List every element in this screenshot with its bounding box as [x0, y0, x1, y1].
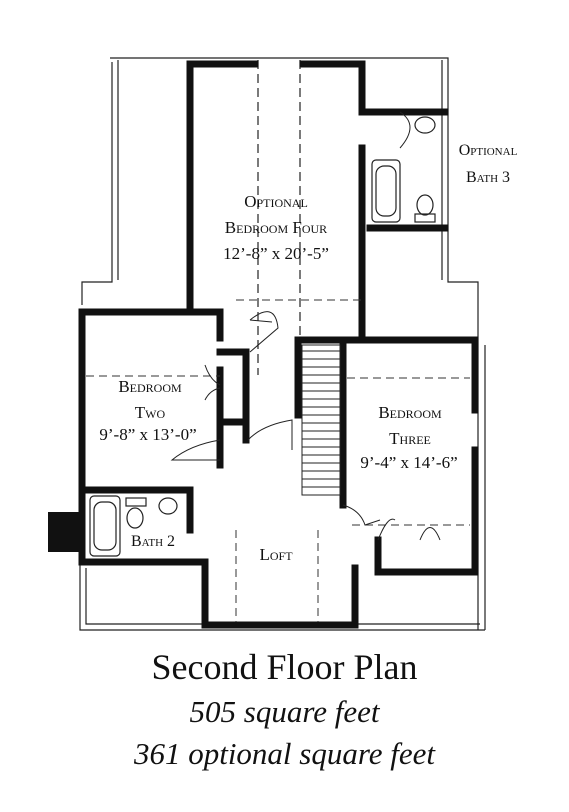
chimney — [48, 512, 82, 552]
bath3-fixtures — [371, 116, 436, 223]
square-feet-caption: 505 square feet — [189, 694, 380, 729]
bath3-label-1: Optional — [459, 142, 518, 159]
loft-label: Loft — [259, 545, 293, 564]
optional-square-feet-caption: 361 optional square feet — [133, 736, 436, 771]
bedroom-three-label-1: Bedroom — [378, 403, 442, 422]
stairs — [301, 344, 341, 496]
bath3-label-2: Bath 3 — [466, 169, 510, 186]
bedroom-two-label-1: Bedroom — [118, 377, 182, 396]
dashed-lines — [86, 299, 470, 622]
bedroom-four-label-1: Optional — [244, 192, 308, 211]
walls — [78, 60, 479, 629]
door-swings — [170, 111, 441, 541]
bath2-label: Bath 2 — [131, 533, 175, 550]
bedroom-two-dims: 9’-8” x 13’-0” — [99, 425, 196, 444]
bedroom-three-dims: 9’-4” x 14’-6” — [360, 453, 457, 472]
bedroom-four-dims: 12’-8” x 20’-5” — [223, 244, 329, 263]
bedroom-four-label-2: Bedroom Four — [225, 218, 327, 237]
bedroom-two-label-2: Two — [135, 403, 166, 422]
bath2-fixtures — [89, 495, 178, 557]
bedroom-three-label-2: Three — [389, 429, 431, 448]
floor-plan-drawing: Optional Bedroom Four 12’-8” x 20’-5” Op… — [48, 57, 518, 631]
plan-title: Second Floor Plan — [151, 647, 418, 687]
